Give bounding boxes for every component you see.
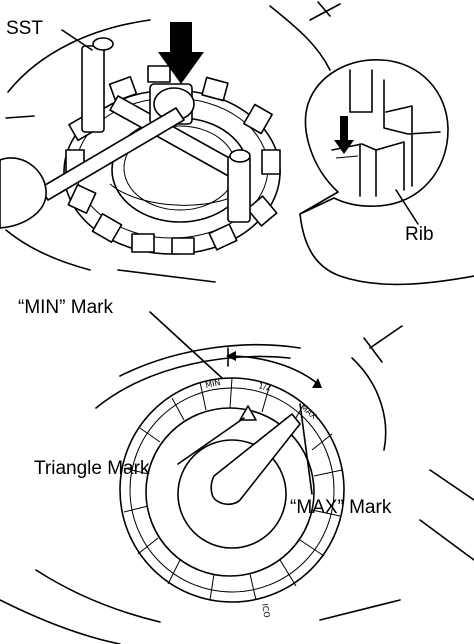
sst-leader-line [61,29,93,51]
rib-label: Rib [405,224,434,245]
screwdriver-handle [0,157,47,229]
dial-half-text: 1/2 [258,381,272,392]
dial-min-text: MIN [205,378,222,390]
min-mark-label: “MIN” Mark [18,297,113,318]
triangle-mark-label: Triangle Mark [34,458,150,479]
min-mark-leader-line [149,311,223,379]
rotation-range-arc [227,355,319,385]
triangle-mark-symbol [239,405,257,421]
rib-push-arrow [334,116,354,154]
retainer-segments [123,377,343,601]
triangle-mark-leader-line [177,417,245,465]
push-down-arrow [158,22,204,84]
rib-leader-line [395,189,419,225]
indicator-pointer [210,413,301,506]
max-mark-leader-line [299,403,313,495]
rib-detail-inset: Rib [299,59,449,245]
top-illustration: SST [0,1,474,286]
bottom-illustration: MIN 1/2 MAX ICO “MIN” Mark Triangle Mark… [0,297,474,644]
sst-tool [0,37,251,229]
max-mark-label: “MAX” Mark [290,497,392,518]
sst-label: SST [6,18,43,39]
dial-ico-text: ICO [260,603,271,619]
